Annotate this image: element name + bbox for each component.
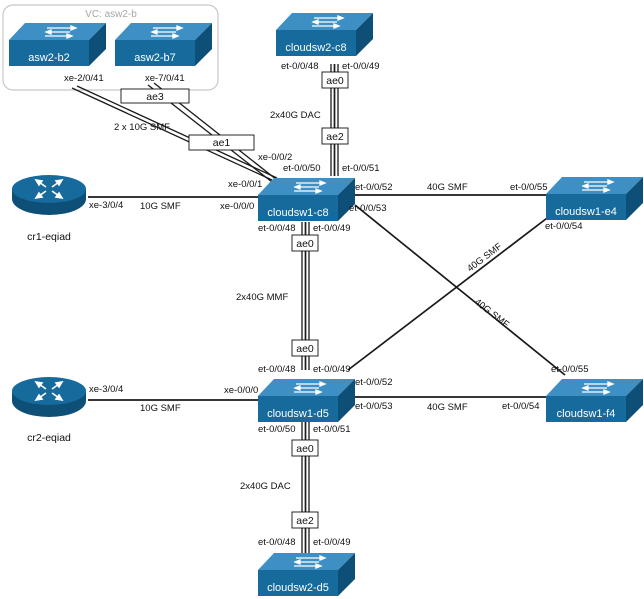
device-cloudsw1-e4[interactable]: cloudsw1-e4	[545, 176, 644, 221]
vc-group-border	[2, 4, 219, 91]
svg-text:ae2: ae2	[326, 131, 344, 143]
port-label: xe-0/0/0	[224, 385, 258, 396]
router-icon	[11, 376, 87, 418]
device-cr2-eqiad[interactable]: cr2-eqiad	[11, 376, 87, 444]
device-label: cloudsw1-d5	[267, 408, 329, 420]
port-label: xe-2/0/41	[64, 73, 104, 84]
svg-text:ae0: ae0	[296, 443, 314, 455]
port-label: et-0/0/55	[510, 182, 548, 193]
port-label: xe-3/0/4	[89, 384, 123, 395]
bundle-ae3: ae3	[120, 88, 190, 104]
device-label: cloudsw1-f4	[557, 408, 616, 420]
port-label: et-0/0/49	[342, 61, 380, 72]
bundle-ae1: ae1	[188, 134, 255, 151]
device-label: cr2-eqiad	[27, 432, 71, 444]
device-cloudsw2-c8[interactable]: cloudsw2-c8	[275, 12, 374, 57]
port-label: xe-0/0/1	[228, 179, 262, 190]
port-label: et-0/0/54	[502, 401, 540, 412]
link-asw-cloudsw1-c8-b	[76, 85, 278, 179]
router-icon	[11, 174, 87, 216]
link-d5-e4	[347, 211, 556, 371]
port-label: et-0/0/48	[258, 537, 296, 548]
media-label: 40G SMF	[472, 297, 511, 331]
bundle-ae0-d5-bottom: ae0	[291, 439, 319, 457]
port-label: et-0/0/50	[283, 163, 321, 174]
svg-text:ae3: ae3	[146, 91, 164, 103]
port-label: et-0/0/50	[258, 424, 296, 435]
port-labels: xe-2/0/41 xe-7/0/41 2 x 10G SMF xe-0/0/2…	[64, 61, 589, 548]
port-label: et-0/0/48	[258, 364, 296, 375]
bundle-ae0-c8-top: ae0	[321, 71, 349, 89]
svg-text:ae1: ae1	[213, 137, 231, 149]
device-asw2-b2[interactable]: asw2-b2	[8, 22, 107, 67]
port-label: et-0/0/49	[313, 364, 351, 375]
link-c8-f4	[354, 204, 566, 376]
port-label: et-0/0/52	[355, 377, 393, 388]
svg-text:ae0: ae0	[296, 238, 314, 250]
media-label: 10G SMF	[140, 403, 181, 414]
media-label: 40G SMF	[465, 241, 504, 274]
port-label: xe-7/0/41	[145, 73, 185, 84]
port-label: et-0/0/51	[342, 163, 380, 174]
port-label: et-0/0/54	[545, 221, 583, 232]
device-asw2-b7[interactable]: asw2-b7	[114, 22, 213, 67]
svg-text:ae0: ae0	[296, 343, 314, 355]
bundle-ae2-c8: ae2	[321, 127, 349, 145]
port-label: et-0/0/49	[313, 537, 351, 548]
media-label: 2x40G DAC	[240, 481, 291, 492]
port-label: et-0/0/51	[313, 424, 351, 435]
device-cr1-eqiad[interactable]: cr1-eqiad	[11, 174, 87, 243]
port-label: et-0/0/48	[258, 223, 296, 234]
port-label: et-0/0/49	[313, 223, 351, 234]
media-label: 40G SMF	[427, 402, 468, 413]
port-label: xe-3/0/4	[89, 200, 123, 211]
media-label: 2 x 10G SMF	[114, 122, 170, 133]
device-label: cr1-eqiad	[27, 231, 71, 243]
port-label: xe-0/0/2	[258, 152, 292, 163]
port-label: et-0/0/53	[349, 203, 387, 214]
bundle-ae0-d5: ae0	[291, 339, 319, 357]
bundle-ae2-d5: ae2	[291, 511, 319, 529]
device-cloudsw2-d5[interactable]: cloudsw2-d5	[257, 552, 356, 597]
device-label: cloudsw1-c8	[267, 207, 328, 219]
device-label: cloudsw2-d5	[267, 582, 329, 594]
bundle-ae0-c8: ae0	[291, 234, 319, 252]
device-cloudsw1-c8[interactable]: cloudsw1-c8	[257, 177, 356, 222]
port-label: et-0/0/53	[355, 401, 393, 412]
port-label: xe-0/0/0	[220, 201, 254, 212]
svg-text:ae2: ae2	[296, 515, 314, 527]
port-label: et-0/0/52	[355, 182, 393, 193]
device-cloudsw1-f4[interactable]: cloudsw1-f4	[545, 378, 644, 423]
media-label: 2x40G DAC	[270, 110, 321, 121]
svg-text:ae0: ae0	[326, 75, 344, 87]
link-asw-cloudsw1-c8-a	[71, 87, 273, 181]
media-label: 10G SMF	[140, 201, 181, 212]
vc-group-label: VC: asw2-b	[85, 9, 137, 20]
port-label: et-0/0/48	[281, 61, 319, 72]
media-label: 40G SMF	[427, 182, 468, 193]
media-label: 2x40G MMF	[236, 292, 288, 303]
device-cloudsw1-d5[interactable]: cloudsw1-d5	[257, 378, 356, 423]
device-label: cloudsw1-e4	[555, 206, 617, 218]
device-label: asw2-b2	[28, 52, 70, 64]
device-label: asw2-b7	[134, 52, 176, 64]
port-label: et-0/0/55	[551, 364, 589, 375]
device-label: cloudsw2-c8	[285, 42, 346, 54]
